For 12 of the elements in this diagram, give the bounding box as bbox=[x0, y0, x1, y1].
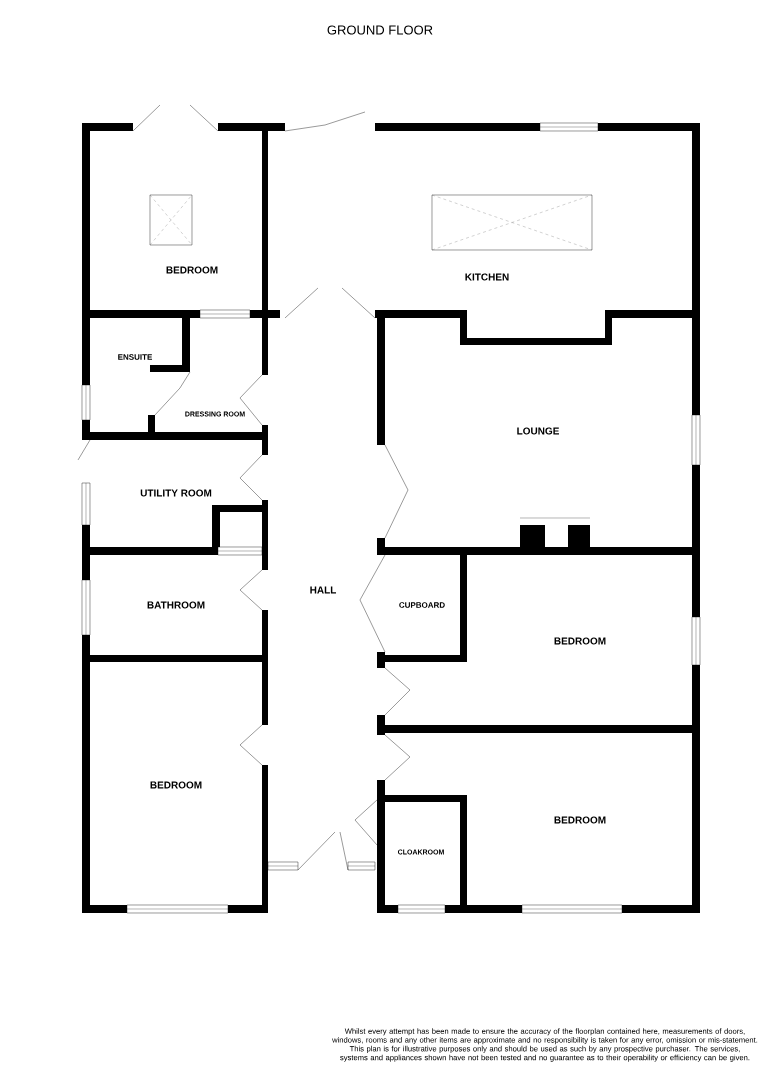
room-label: CUPBOARD bbox=[399, 602, 445, 608]
room-label: LOUNGE bbox=[517, 427, 559, 435]
room-label: KITCHEN bbox=[465, 273, 509, 281]
room-label: BEDROOM bbox=[150, 781, 202, 789]
room-label: BEDROOM bbox=[554, 637, 606, 645]
room-label: UTILITY ROOM bbox=[140, 489, 212, 497]
room-label: ENSUITE bbox=[118, 354, 152, 360]
room-label: BEDROOM bbox=[166, 266, 218, 274]
title: GROUND FLOOR bbox=[327, 25, 433, 35]
room-label: BEDROOM bbox=[554, 816, 606, 824]
room-label: BATHROOM bbox=[147, 601, 205, 609]
room-label: HALL bbox=[310, 586, 336, 594]
